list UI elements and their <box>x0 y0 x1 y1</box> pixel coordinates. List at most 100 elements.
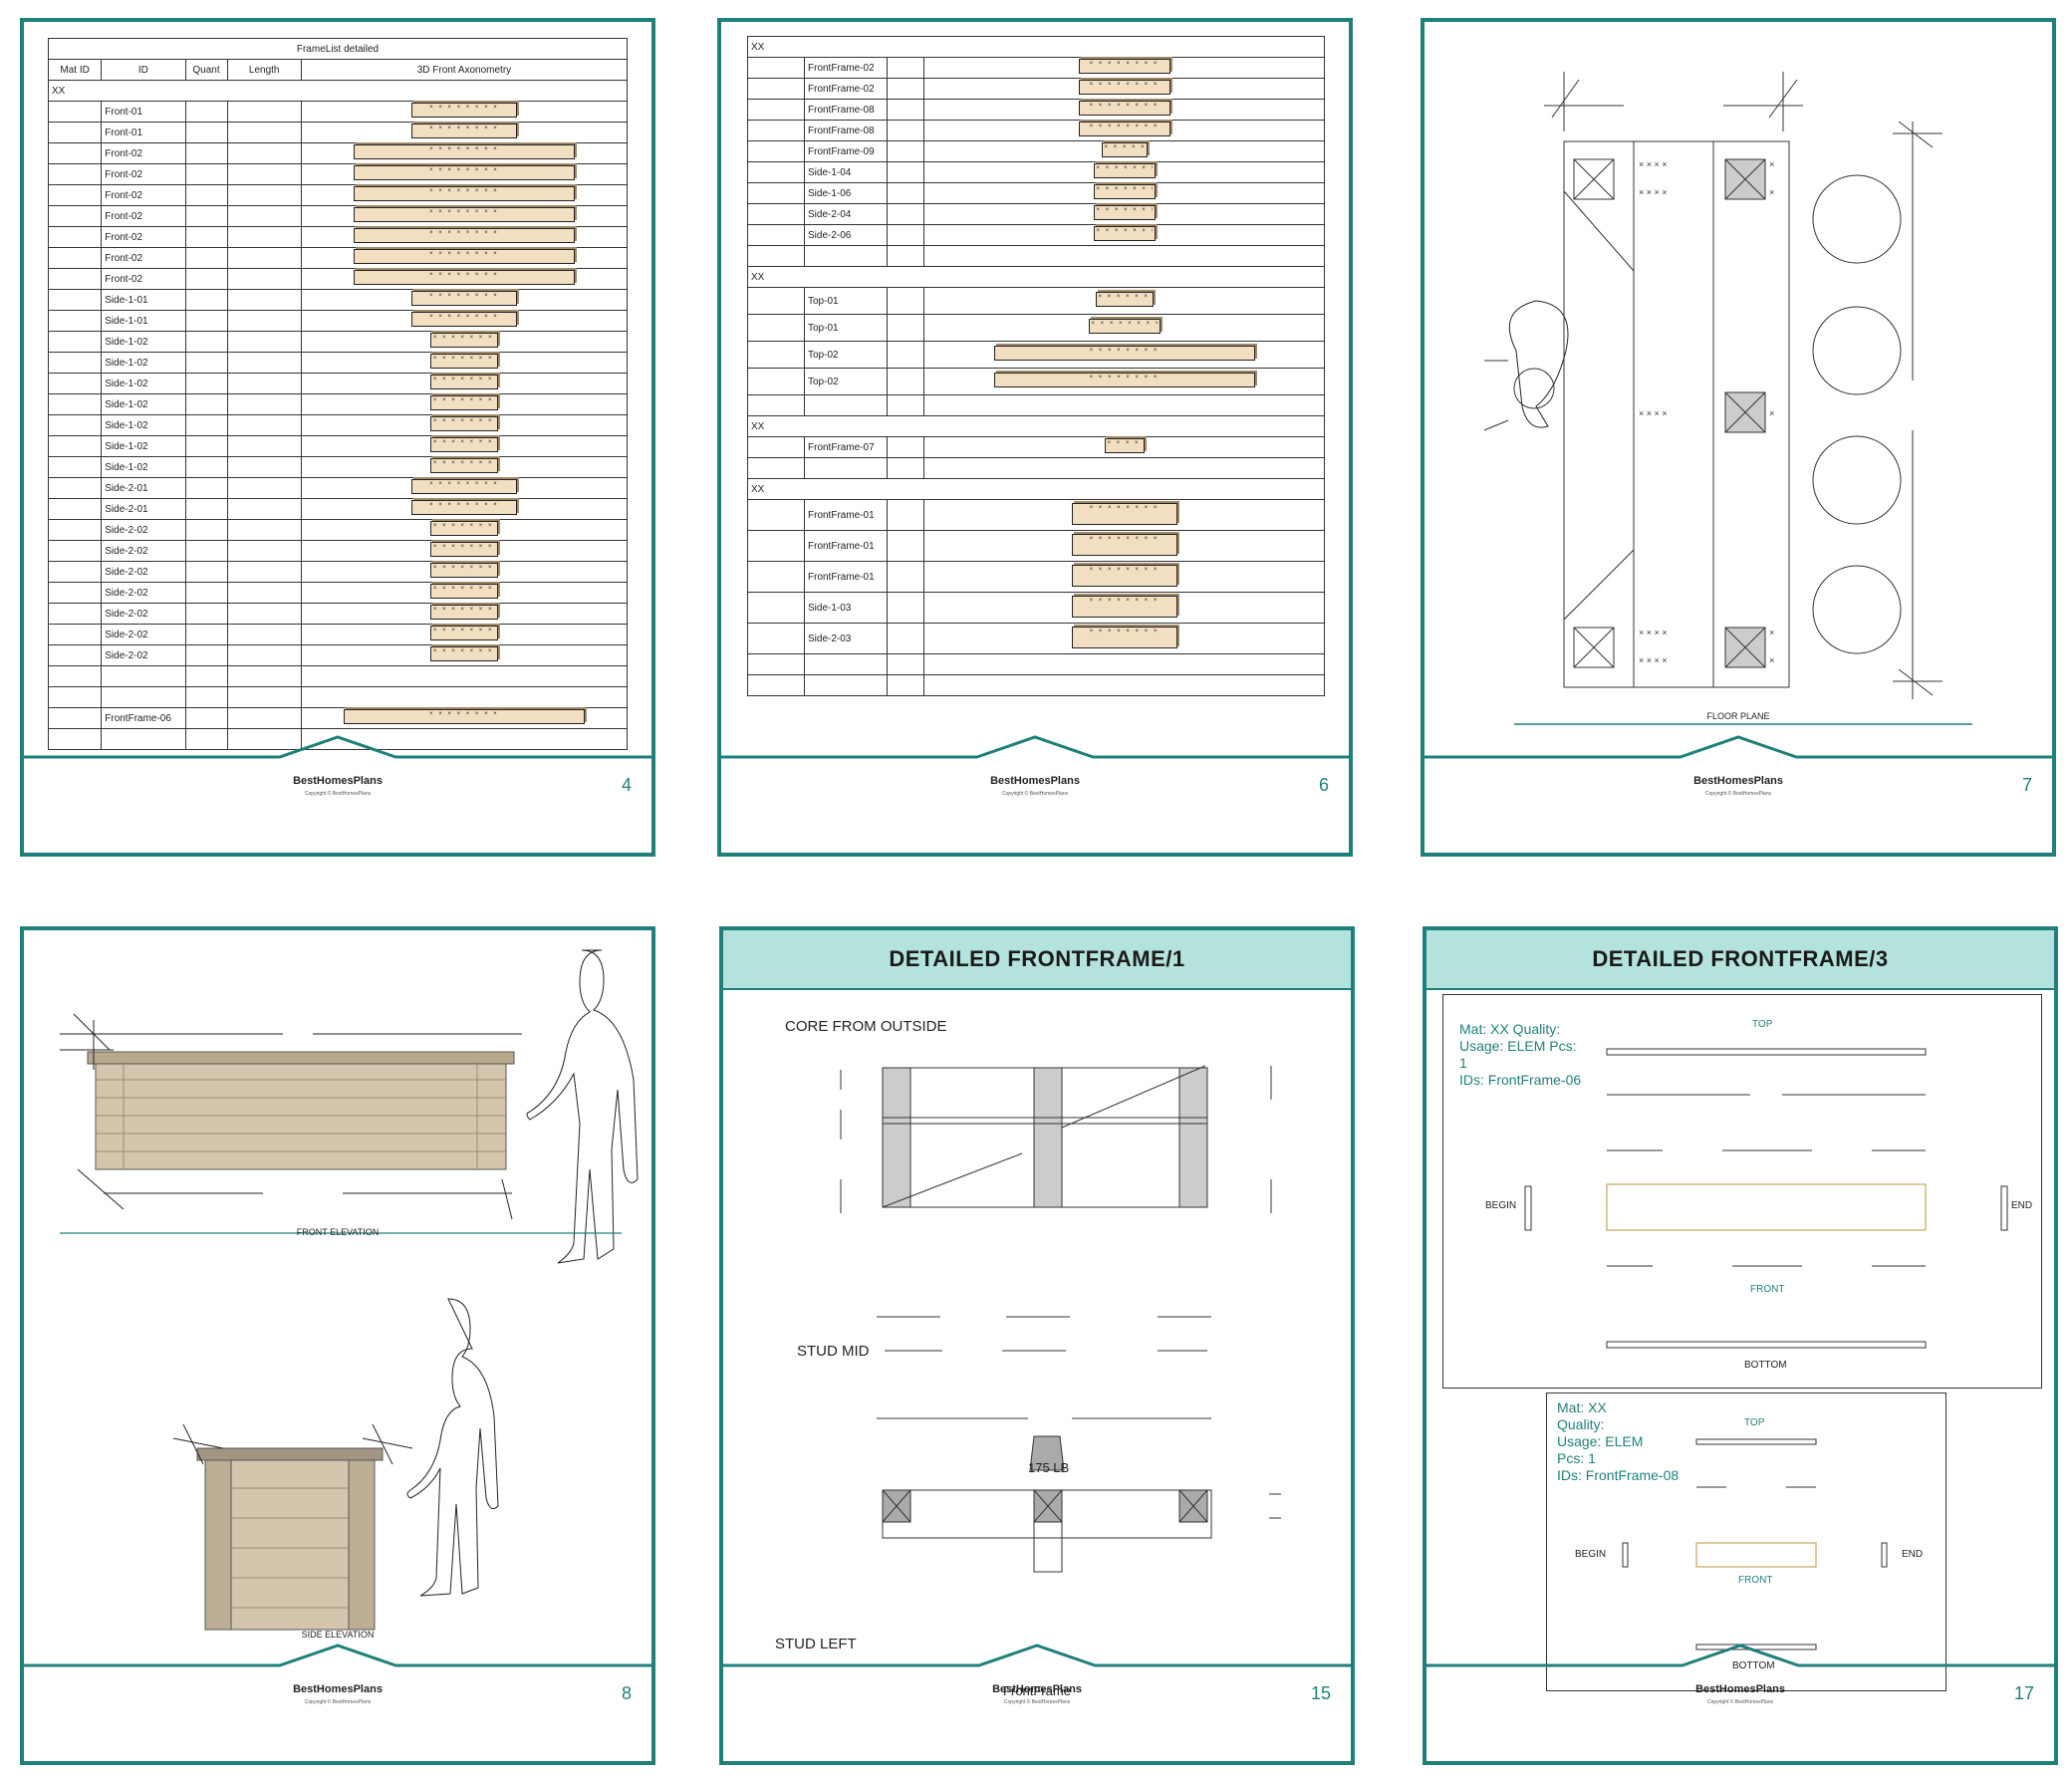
group-label: XX <box>747 36 1325 58</box>
page-content: × × × ×× × × × × × × × × × × ×× × × × ××… <box>1424 22 2052 725</box>
part-id: Top-02 <box>804 368 888 395</box>
elevation-drawings <box>60 949 639 1631</box>
table-row: Front-02 <box>47 163 629 185</box>
page-title: DETAILED FRONTFRAME/1 <box>723 930 1351 990</box>
column-header: Length <box>226 59 302 81</box>
part-axonometry-icon <box>353 165 575 180</box>
page-content: FRONT ELEVATION SIDE ELEVATION <box>24 930 651 1640</box>
svg-text:×: × <box>1769 187 1774 197</box>
copyright: Copyright © BestHomesPlans <box>304 791 372 797</box>
table-row: Front-02 <box>47 184 629 206</box>
begin-label: BEGIN <box>1575 1549 1607 1560</box>
table-row: Front-01 <box>47 122 629 143</box>
part-id: Front-02 <box>101 268 186 290</box>
table-row: Side-1-02 <box>47 435 629 457</box>
part-info: Mat: XX Quality: Usage: ELEM Pcs: 1 IDs:… <box>1557 1399 1680 1483</box>
table-row: Side-1-01 <box>47 289 629 311</box>
part-id: FrontFrame-08 <box>804 120 888 141</box>
group-label: XX <box>747 415 1325 437</box>
column-header: 3D Front Axonometry <box>300 59 629 81</box>
stud-left-label: STUD LEFT <box>775 1636 857 1652</box>
part-id: Front-02 <box>101 205 186 227</box>
page-content: CORE FROM OUTSIDE STUD MID 175 LB STUD L… <box>723 930 1351 1698</box>
table-row <box>47 665 629 687</box>
table-row: Front-02 <box>47 205 629 227</box>
part-axonometry-icon <box>353 249 575 264</box>
part-id: FrontFrame-02 <box>804 78 888 100</box>
side-elevation-caption: SIDE ELEVATION <box>301 1630 375 1640</box>
part-id <box>804 245 888 267</box>
page-number: 15 <box>1310 1683 1331 1703</box>
load-label: 175 LB <box>1028 1460 1070 1475</box>
page-content: Mat: XX Quality: Usage: ELEM Pcs: 1 IDs:… <box>1426 930 2054 1691</box>
table-row: Front-02 <box>47 247 629 269</box>
part-id: Side-2-02 <box>101 519 186 541</box>
part-id: Side-1-01 <box>101 310 186 332</box>
part-axonometry-icon <box>1071 502 1177 525</box>
detail-box-2: Mat: XX Quality: Usage: ELEM Pcs: 1 IDs:… <box>1546 1393 1946 1691</box>
part-axonometry-icon <box>353 270 575 285</box>
part-axonometry-icon <box>1093 184 1156 199</box>
page-footer: BestHomesPlans Copyright © BestHomesPlan… <box>721 723 1349 853</box>
part-id: FrontFrame-02 <box>804 57 888 79</box>
page-footer: BestHomesPlans Copyright © BestHomesPlan… <box>1424 723 2052 853</box>
page-title: DETAILED FRONTFRAME/3 <box>1426 930 2054 990</box>
svg-text:× × × ×: × × × × <box>1639 655 1668 665</box>
page-number: 4 <box>621 775 632 795</box>
part-axonometry-icon <box>1101 142 1148 157</box>
part-axonometry-icon <box>429 521 498 536</box>
table-row: Front-02 <box>47 268 629 290</box>
part-axonometry-icon <box>410 124 517 138</box>
part-id: Side-2-02 <box>101 540 186 562</box>
part-axonometry-icon <box>353 228 575 243</box>
part-id: Side-2-02 <box>101 582 186 604</box>
column-header: Mat ID <box>47 59 103 81</box>
page-7: × × × ×× × × × × × × × × × × ×× × × × ××… <box>1421 18 2056 857</box>
part-axonometry-icon <box>1104 438 1145 453</box>
page-17: DETAILED FRONTFRAME/3 Mat: XX Quality: U… <box>1423 926 2058 1765</box>
end-label: END <box>1902 1549 1924 1560</box>
part-id: Side-1-02 <box>101 456 186 478</box>
table-row: Front-02 <box>47 226 629 248</box>
table-row: FrontFrame-08 <box>747 99 1325 121</box>
group-label: XX <box>747 266 1325 288</box>
part-axonometry-icon <box>429 605 498 620</box>
table-row: Side-2-01 <box>47 498 629 520</box>
page-footer: BestHomesPlans Copyright © BestHomesPlan… <box>723 1632 1351 1761</box>
stud-mid-label: STUD MID <box>797 1343 870 1360</box>
table-row <box>47 686 629 708</box>
table-row: Side-1-04 <box>747 161 1325 183</box>
part-id: Side-1-03 <box>804 592 888 624</box>
part-id: Front-02 <box>101 247 186 269</box>
brand-name: BestHomesPlans <box>992 1683 1082 1695</box>
part-id: Side-1-01 <box>101 289 186 311</box>
part-axonometry-icon <box>1093 163 1156 178</box>
svg-text:× × × ×: × × × × <box>1639 159 1668 169</box>
svg-text:×: × <box>1769 408 1774 418</box>
page-number: 7 <box>2021 775 2032 795</box>
part-id: Side-2-01 <box>101 498 186 520</box>
table-row: FrontFrame-07 <box>747 436 1325 458</box>
part-id: FrontFrame-01 <box>804 530 888 562</box>
part-axonometry-icon <box>1071 595 1177 618</box>
table-row: FrontFrame-01 <box>747 499 1325 531</box>
table-title: FrameList detailed <box>48 38 628 60</box>
brand-name: BestHomesPlans <box>293 1683 383 1695</box>
table-row: Side-2-02 <box>47 540 629 562</box>
front-label: FRONT <box>1738 1575 1773 1586</box>
page-15: DETAILED FRONTFRAME/1 <box>719 926 1355 1765</box>
part-id <box>101 665 186 687</box>
part-id: Side-2-01 <box>101 477 186 499</box>
part-axonometry-icon <box>353 207 575 222</box>
part-id: Side-1-04 <box>804 161 888 183</box>
part-axonometry-icon <box>993 346 1255 361</box>
part-id <box>804 394 888 416</box>
part-axonometry-icon <box>1095 292 1154 307</box>
svg-text:× × × ×: × × × × <box>1639 628 1668 637</box>
part-id <box>101 728 186 750</box>
part-axonometry-icon <box>1078 122 1170 136</box>
table-row: Side-2-02 <box>47 561 629 583</box>
table-row: Top-02 <box>747 341 1325 369</box>
group-label: XX <box>747 478 1325 500</box>
part-id: FrontFrame-09 <box>804 140 888 162</box>
